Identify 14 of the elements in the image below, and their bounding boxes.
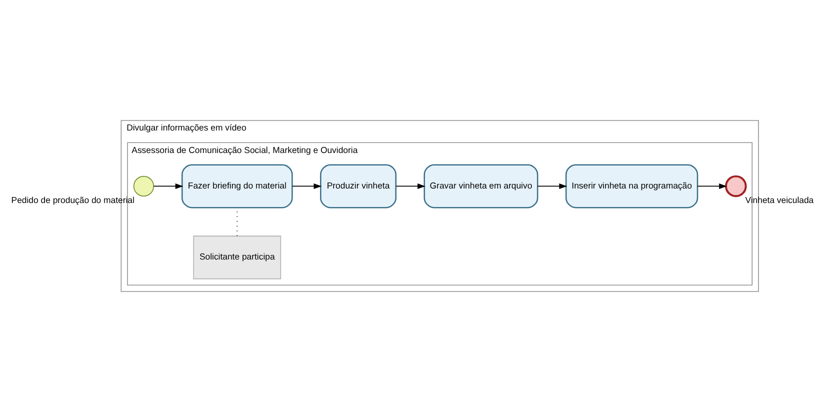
node-box: Gravar vinheta em arquivo	[424, 164, 538, 208]
node-circle	[133, 176, 154, 196]
arrow	[153, 183, 184, 189]
node-label: Vinheta veiculada	[745, 195, 814, 206]
arrow	[537, 183, 568, 189]
arrow	[697, 183, 727, 189]
node-circle	[725, 175, 747, 198]
node-box: Fazer briefing do material	[182, 164, 293, 208]
node-label: Pedido de produção do material	[11, 195, 134, 206]
arrow	[292, 183, 322, 189]
node-box: Produzir vinheta	[320, 164, 396, 208]
node-box: Solicitante participa	[193, 236, 282, 280]
arrow	[396, 183, 426, 189]
node-box: Inserir vinheta na programação	[565, 164, 698, 208]
